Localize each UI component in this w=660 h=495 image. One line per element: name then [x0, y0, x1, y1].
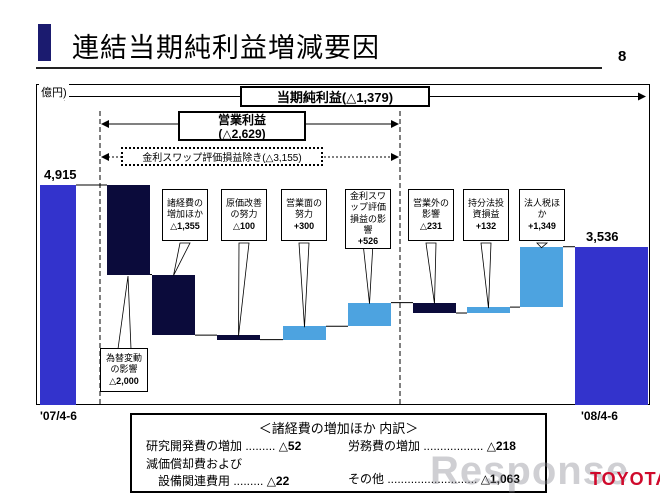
- breakdown-item-labor: 労務費の増加 .................. △218: [348, 437, 516, 454]
- bar-step-3: [283, 326, 326, 340]
- end-value-label: 3,536: [586, 229, 619, 244]
- breakdown-item-depreciation-label2: 設備関連費用: [158, 474, 231, 488]
- callout-label: 金利スワップ評価損益の影響: [349, 191, 386, 235]
- bar-start: [40, 185, 76, 405]
- operating-income-line2: (△2,629): [218, 126, 266, 141]
- breakdown-item-other-label: その他: [348, 472, 385, 486]
- bar-step-6: [467, 307, 510, 313]
- breakdown-item-rd: 研究開発費の増加 ......... △52: [146, 437, 301, 454]
- chart-frame: [36, 84, 650, 405]
- breakdown-item-labor-label: 労務費の増加: [348, 439, 421, 453]
- callout-value: +300: [293, 220, 315, 231]
- callout-label: 諸経費の増加ほか: [166, 198, 203, 220]
- callout-value: +1,349: [528, 220, 556, 231]
- x-axis-start-label: '07/4-6: [40, 409, 77, 423]
- bar-step-2: [217, 335, 260, 340]
- breakdown-item-depreciation-line2: 設備関連費用 ......... △22: [158, 472, 289, 489]
- callout-step-2: 原価改善の努力△100: [221, 189, 267, 241]
- breakdown-item-labor-value: △218: [486, 439, 516, 453]
- callout-value: +526: [357, 236, 379, 246]
- excluding-swap-label: 金利スワップ評価損益除き(△3,155): [121, 147, 323, 166]
- callout-label: 営業外の影響: [412, 198, 449, 220]
- page-title: 連結当期純利益増減要因: [72, 33, 380, 63]
- callout-label: 為替変動の影響: [105, 353, 142, 375]
- callout-step-1: 諸経費の増加ほか△1,355: [162, 189, 208, 241]
- bar-end: [575, 246, 648, 405]
- bar-step-4: [348, 302, 391, 327]
- operating-income-bracket-label: 営業利益 (△2,629): [178, 111, 306, 141]
- bar-step-5: [413, 302, 456, 313]
- breakdown-item-depreciation-line1: 減価償却費および: [146, 455, 242, 472]
- title-underline: [36, 67, 602, 69]
- leader-dots: .........: [242, 439, 279, 453]
- bar-step-7: [520, 246, 563, 308]
- callout-step-7: 法人税ほか+1,349: [519, 189, 565, 241]
- callout-value: △231: [420, 220, 442, 231]
- leader-dots: .........: [230, 474, 267, 488]
- bar-step-0: [107, 185, 150, 275]
- start-value-label: 4,915: [44, 167, 77, 182]
- callout-label: 持分法投資損益: [467, 198, 504, 220]
- callout-step-4: 金利スワップ評価損益の影響+526: [345, 189, 391, 250]
- x-axis-end-label: '08/4-6: [581, 409, 618, 423]
- breakdown-item-other: その他 ........................... △1,063: [348, 470, 520, 487]
- toyota-logo: TOYOTA: [590, 469, 660, 489]
- title-accent-bar: [38, 24, 51, 61]
- callout-value: △100: [233, 220, 255, 231]
- breakdown-item-depreciation-value: △22: [266, 474, 290, 488]
- callout-step-5: 営業外の影響△231: [408, 189, 454, 241]
- leader-dots: ...........................: [384, 472, 481, 486]
- leader-dots: ..................: [420, 439, 487, 453]
- operating-income-line1: 営業利益: [217, 113, 266, 127]
- breakdown-item-rd-label: 研究開発費の増加: [146, 439, 243, 453]
- breakdown-item-rd-value: △52: [278, 439, 302, 453]
- callout-value: △2,000: [109, 375, 139, 386]
- callout-step-6: 持分法投資損益+132: [463, 189, 509, 241]
- breakdown-item-depreciation-label1: 減価償却費および: [146, 457, 243, 471]
- watermark: Response: [430, 449, 630, 493]
- breakdown-box: ＜諸経費の増加ほか 内訳＞ 研究開発費の増加 ......... △52 労務費…: [130, 413, 547, 493]
- bar-step-1: [152, 274, 195, 336]
- callout-step-3: 営業面の努力+300: [281, 189, 327, 241]
- breakdown-item-other-value: △1,063: [480, 472, 520, 486]
- callout-step-0: 為替変動の影響△2,000: [100, 348, 148, 392]
- page-number: 8: [618, 48, 627, 65]
- callout-label: 原価改善の努力: [225, 198, 262, 220]
- callout-value: +132: [475, 220, 497, 231]
- net-income-bracket-label: 当期純利益(△1,379): [240, 86, 430, 107]
- callout-value: △1,355: [170, 220, 200, 231]
- callout-label: 法人税ほか: [523, 198, 560, 220]
- callout-label: 営業面の努力: [285, 198, 322, 220]
- breakdown-title: ＜諸経費の増加ほか 内訳＞: [258, 421, 419, 436]
